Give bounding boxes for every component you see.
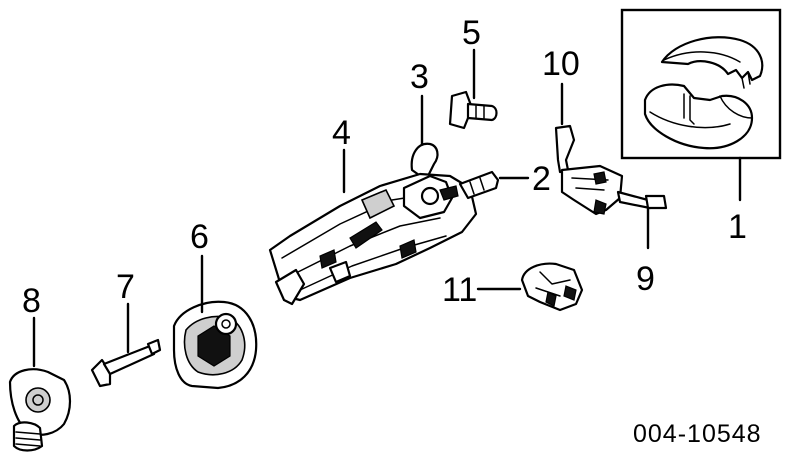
- part-5-bolt: [448, 90, 498, 130]
- part-8-shaft-seal: [8, 368, 72, 452]
- callout-3: 3: [410, 58, 429, 96]
- part-9-multifunction-switch: [554, 124, 668, 216]
- callout-8: 8: [22, 282, 41, 320]
- callout-9: 9: [636, 260, 655, 298]
- callout-11: 11: [442, 271, 477, 309]
- callout-1: 1: [728, 208, 747, 246]
- part-11-module: [520, 262, 584, 312]
- part-7-pin: [90, 338, 162, 388]
- callout-2: 2: [532, 160, 551, 198]
- part-4-steering-column: [268, 142, 500, 306]
- callout-10: 10: [542, 45, 580, 83]
- part-1-shroud-covers: [620, 8, 782, 160]
- callout-6: 6: [190, 218, 209, 256]
- callout-7: 7: [116, 268, 135, 306]
- part-6-column-boot: [172, 300, 258, 390]
- callout-5: 5: [462, 14, 481, 52]
- callout-4: 4: [332, 114, 351, 152]
- diagram-part-number: 004-10548: [633, 420, 762, 448]
